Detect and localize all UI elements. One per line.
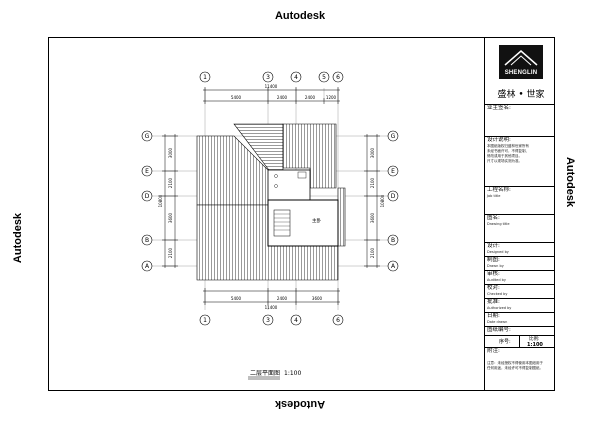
dimension-left: 2100 [168, 177, 173, 188]
remarks-row: 附注: 注意：未经授权不得使用本图纸用于 任何用途，未经许可不得复制图纸。 [485, 347, 555, 391]
drawing-number-row: 图纸编号: [485, 326, 555, 335]
dimension-right: 3000 [370, 147, 375, 158]
seq-label: 序号: [499, 339, 511, 345]
designer-row: 设计:Designed by [485, 242, 555, 256]
axis-bubble-right: A [391, 263, 396, 270]
axis-bubble-top: 6 [336, 74, 340, 81]
scale-label: 比例: [529, 337, 540, 342]
axis-bubble-bottom: 3 [266, 317, 270, 324]
second-floor-rooms [267, 169, 339, 247]
axis-bubble-right: G [391, 133, 396, 140]
dimension-top-total: 11400 [265, 84, 278, 89]
dimension-top: 2400 [305, 95, 316, 100]
drafter-row: 制图:Drawn by [485, 256, 555, 270]
dimension-bottom: 5400 [231, 296, 242, 301]
dimension-bottom: 3600 [312, 296, 323, 301]
company-logo: SHENGLIN [499, 45, 543, 79]
axis-bubble-top: 3 [266, 74, 270, 81]
axis-bubble-left: B [145, 237, 149, 244]
axis-bubble-bottom: 1 [203, 317, 207, 324]
axis-bubble-left: G [145, 133, 150, 140]
checker-row: 校对:Checked by [485, 284, 555, 298]
dimension-bottom: 2400 [277, 296, 288, 301]
axis-bubble-right: B [391, 237, 395, 244]
logo-text: SHENGLIN [504, 70, 538, 76]
axis-bubble-top: 5 [322, 74, 326, 81]
axis-bubble-right: E [391, 168, 395, 175]
axis-bubble-top: 1 [203, 74, 207, 81]
axis-bubble-top: 4 [294, 74, 298, 81]
dimension-right: 3600 [370, 212, 375, 223]
dimension-left: 2100 [168, 247, 173, 258]
dimension-left-total: 10800 [158, 194, 163, 207]
design-notes-row: 设计说明: 本图纸版权归盛林世家所有 未经书面许可，不得复制、 修改或用于其他项… [485, 136, 555, 186]
date-row: 日期:Date drawn [485, 312, 555, 326]
approver-row: 批准:Authorized by [485, 298, 555, 312]
axis-bubble-left: A [145, 263, 150, 270]
dimension-left: 3600 [168, 212, 173, 223]
seq-scale-row: 序号: 比例: 1:100 [485, 335, 555, 348]
axis-bubble-right: D [391, 193, 396, 200]
title-block: SHENGLIN 盛林 • 世家 业主签名: 设计说明: 本图纸版权归盛林世家所… [484, 37, 555, 391]
dimension-right-total: 10800 [380, 194, 385, 207]
plan-title: 二层平面图 [250, 370, 280, 377]
autodesk-watermark-top: Autodesk [274, 10, 326, 22]
project-row: 工程名称: Job title [485, 186, 555, 214]
axis-bubble-bottom: 4 [294, 317, 298, 324]
dimension-right: 2100 [370, 177, 375, 188]
dimension-top: 5400 [231, 95, 242, 100]
dimension-right: 2100 [370, 247, 375, 258]
reviewer-row: 审核:Audited by [485, 270, 555, 284]
room-label: 主卧 [312, 217, 321, 224]
house-icon [504, 50, 538, 66]
plan-scale: 1:100 [284, 370, 301, 377]
dimension-bottom-total: 11400 [265, 305, 278, 310]
dimension-top: 2400 [277, 95, 288, 100]
axis-bubble-left: E [145, 168, 149, 175]
dimension-top: 1200 [326, 95, 337, 100]
drawing-title-row: 图名: Drawing title [485, 214, 555, 242]
scale-value: 1:100 [527, 342, 543, 348]
owner-row: 业主签名: [485, 104, 555, 136]
brand-name: 盛林 • 世家 [497, 90, 545, 100]
dimension-left: 3000 [168, 147, 173, 158]
axis-bubble-left: D [145, 193, 150, 200]
axis-bubble-bottom: 6 [336, 317, 340, 324]
